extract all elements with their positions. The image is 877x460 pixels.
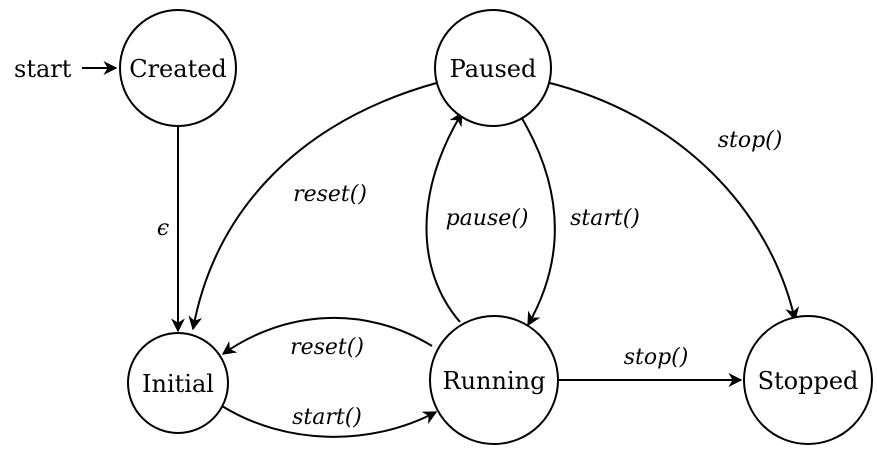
- state-paused-label: Paused: [450, 55, 537, 83]
- edge-paused-stopped: [545, 81, 800, 322]
- edge-initial-running: [221, 405, 438, 438]
- state-stopped: Stopped: [743, 315, 873, 445]
- label-paused-initial: reset(): [293, 182, 367, 207]
- label-paused-stopped: stop(): [718, 128, 783, 153]
- state-stopped-label: Stopped: [758, 367, 859, 395]
- label-running-paused: pause(): [446, 206, 529, 231]
- edge-paused-initial: [188, 81, 441, 331]
- label-created-initial: ϵ: [157, 216, 169, 241]
- edge-running-initial: [221, 317, 433, 355]
- state-initial: Initial: [127, 332, 229, 434]
- state-paused: Paused: [434, 9, 552, 127]
- state-initial-label: Initial: [142, 370, 214, 398]
- state-created-label: Created: [129, 55, 227, 83]
- state-running-label: Running: [443, 367, 546, 395]
- state-created: Created: [119, 9, 237, 127]
- state-running: Running: [429, 315, 559, 445]
- label-running-initial: reset(): [290, 335, 364, 360]
- label-running-stopped: stop(): [624, 345, 689, 370]
- label-initial-running: start(): [292, 405, 362, 430]
- start-label: start: [14, 55, 72, 83]
- label-paused-running: start(): [570, 206, 640, 231]
- edge-paused-running: [519, 114, 556, 327]
- edge-running-paused: [425, 111, 463, 323]
